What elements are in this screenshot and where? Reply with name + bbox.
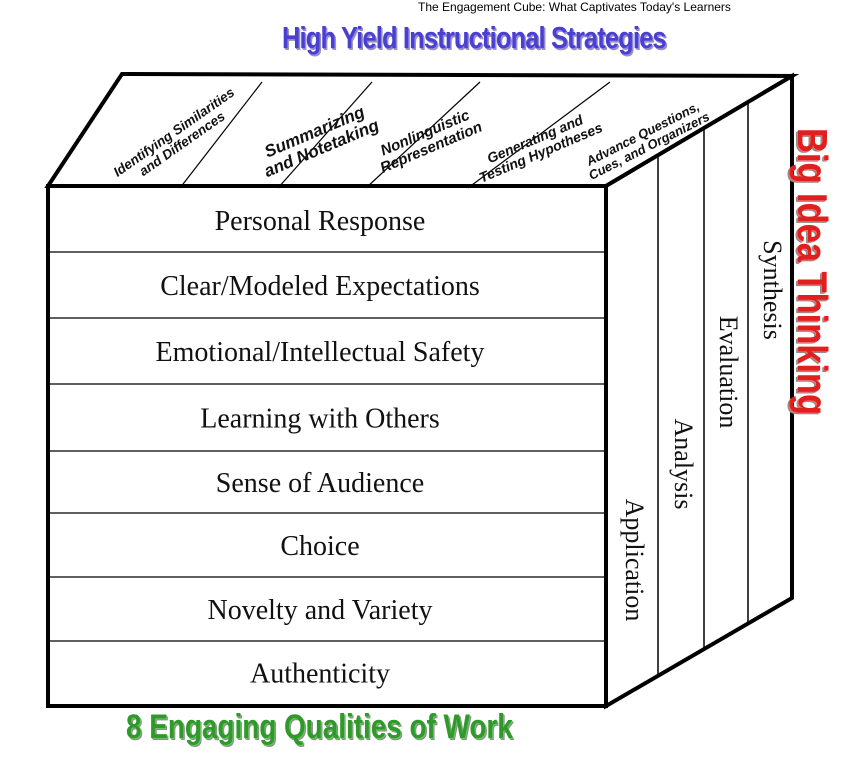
top-face-dividers xyxy=(179,81,611,189)
side-face xyxy=(604,72,794,710)
quality-label: Emotional/Intellectual Safety xyxy=(156,337,485,368)
thinking-level-label: Application xyxy=(620,499,649,622)
side-face-columns: Application Analysis Evaluation Synthesis xyxy=(620,102,787,676)
thinking-level-label: Synthesis xyxy=(758,240,787,340)
strategy-divider xyxy=(467,81,611,189)
quality-label: Clear/Modeled Expectations xyxy=(160,271,480,302)
strategy-divider xyxy=(179,81,263,189)
front-face xyxy=(46,184,608,708)
quality-label: Authenticity xyxy=(250,659,390,690)
figure-caption: The Engagement Cube: What Captivates Tod… xyxy=(418,0,731,14)
quality-label: Novelty and Variety xyxy=(208,595,433,626)
quality-label: Personal Response xyxy=(215,206,426,237)
thinking-level-label: Evaluation xyxy=(714,316,743,429)
strategy-divider xyxy=(365,81,481,189)
quality-label: Learning with Others xyxy=(200,404,440,435)
top-title: High Yield Instructional Strategies xyxy=(282,20,667,55)
side-title: Big Idea Thinking xyxy=(789,128,836,416)
strategy-divider xyxy=(277,81,373,189)
bottom-title: 8 Engaging Qualities of Work xyxy=(126,708,513,746)
quality-label: Sense of Audience xyxy=(216,468,424,499)
thinking-level-label: Analysis xyxy=(669,419,698,510)
quality-label: Choice xyxy=(280,531,359,562)
